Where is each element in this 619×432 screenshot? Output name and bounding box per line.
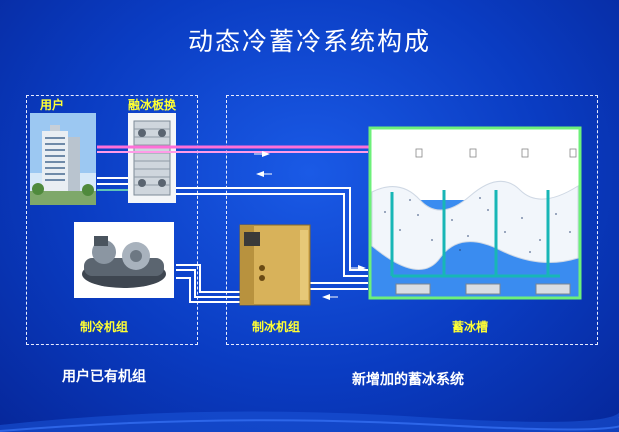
ice-storage-tank — [370, 128, 580, 298]
label-user: 用户 — [40, 96, 64, 113]
ice-maker-machine — [240, 225, 310, 305]
label-ice-maker-unit: 制冰机组 — [252, 318, 300, 335]
caption-new-ice-system: 新增加的蓄冰系统 — [352, 369, 464, 389]
label-ice-tank: 蓄冰槽 — [452, 318, 488, 335]
white-pipes — [97, 178, 368, 302]
caption-existing-units: 用户已有机组 — [62, 366, 146, 386]
label-ice-plate-exchanger: 融冰板换 — [128, 96, 176, 113]
decorative-swoosh — [0, 395, 619, 432]
label-chiller-unit: 制冷机组 — [80, 318, 128, 335]
